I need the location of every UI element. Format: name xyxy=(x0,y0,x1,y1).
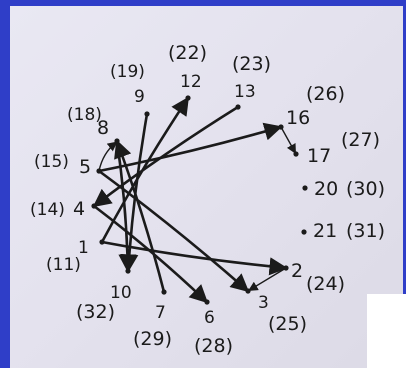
node-21-label: 21 xyxy=(313,220,337,242)
node-12-paren: (22) xyxy=(168,42,207,64)
node-6-label: 6 xyxy=(204,308,215,328)
node-20-label: 20 xyxy=(314,178,338,200)
node-16-paren: (26) xyxy=(306,83,345,105)
edge-1-to-2 xyxy=(100,240,288,276)
edge-2-to-3 xyxy=(248,267,287,291)
node-13-paren: (23) xyxy=(232,53,271,75)
node-21-paren: (31) xyxy=(346,220,385,242)
node-1-paren: (11) xyxy=(46,255,81,275)
node-dot-17 xyxy=(293,151,299,157)
node-12-label: 12 xyxy=(180,72,202,92)
node-16: 16 (26) xyxy=(286,83,345,129)
node-17-paren: (27) xyxy=(341,129,380,151)
node-3-label: 3 xyxy=(258,293,269,313)
node-dot-9 xyxy=(144,111,150,117)
edge-7-to-8 xyxy=(114,139,166,294)
node-20-paren: (30) xyxy=(346,178,385,200)
node-4-paren: (14) xyxy=(30,200,65,220)
node-16-label: 16 xyxy=(286,107,310,129)
node-9: 9 (19) xyxy=(110,62,145,107)
node-dot-4 xyxy=(91,203,97,209)
node-1: 1 (11) xyxy=(46,238,89,275)
node-4-label: 4 xyxy=(73,198,85,220)
node-7-paren: (29) xyxy=(133,328,172,350)
node-dot-21 xyxy=(301,229,307,235)
node-10-label: 10 xyxy=(110,283,132,303)
edge-4-to-6 xyxy=(92,204,209,304)
node-dot-16 xyxy=(278,124,284,130)
node-dot-6 xyxy=(204,299,210,305)
node-dot-7 xyxy=(161,289,167,295)
node-dot-2 xyxy=(283,265,289,271)
node-6: 6 (28) xyxy=(194,308,233,357)
white-corner-patch xyxy=(367,294,406,368)
node-9-label: 9 xyxy=(134,87,145,107)
node-dot-20 xyxy=(302,185,308,191)
node-dot-8 xyxy=(114,138,120,144)
node-1-label: 1 xyxy=(78,238,89,258)
node-7: 7 (29) xyxy=(133,303,172,350)
node-10-paren: (32) xyxy=(76,301,115,323)
node-20: 20 (30) xyxy=(314,178,385,200)
node-5-paren: (15) xyxy=(34,152,69,172)
node-dot-12 xyxy=(185,95,191,101)
edge-16-to-17 xyxy=(280,126,296,154)
edge-5-to-8 xyxy=(98,141,118,172)
node-9-paren: (19) xyxy=(110,62,145,82)
node-3: 3 (25) xyxy=(258,293,307,335)
paper-sheet xyxy=(10,6,403,368)
node-2: 2 (24) xyxy=(291,260,345,295)
edge-layer xyxy=(92,96,296,304)
node-layer xyxy=(91,95,308,305)
node-dot-10 xyxy=(125,268,131,274)
node-8-paren: (18) xyxy=(67,105,102,125)
node-6-paren: (28) xyxy=(194,335,233,357)
node-4: 4 (14) xyxy=(30,198,85,220)
node-10: 10 (32) xyxy=(76,283,132,323)
node-5-label: 5 xyxy=(79,156,91,178)
node-8-label: 8 xyxy=(97,117,109,139)
node-8: 8 (18) xyxy=(67,105,109,139)
node-13: 13 (23) xyxy=(232,53,271,102)
node-3-paren: (25) xyxy=(268,313,307,335)
node-2-label: 2 xyxy=(291,260,303,282)
node-21: 21 (31) xyxy=(313,220,385,242)
node-dot-3 xyxy=(245,288,251,294)
edge-5-to-3 xyxy=(97,169,250,293)
edge-9-to-10 xyxy=(120,112,149,273)
node-13-label: 13 xyxy=(234,82,256,102)
node-17: 17 (27) xyxy=(307,129,380,167)
edge-13-to-4 xyxy=(92,105,240,208)
node-5: 5 (15) xyxy=(34,152,91,178)
node-dot-5 xyxy=(96,168,102,174)
node-17-label: 17 xyxy=(307,145,331,167)
node-dot-13 xyxy=(235,104,241,110)
node-7-label: 7 xyxy=(155,303,166,323)
node-12: 12 (22) xyxy=(168,42,207,92)
node-2-paren: (24) xyxy=(306,273,345,295)
node-dot-1 xyxy=(99,239,105,245)
